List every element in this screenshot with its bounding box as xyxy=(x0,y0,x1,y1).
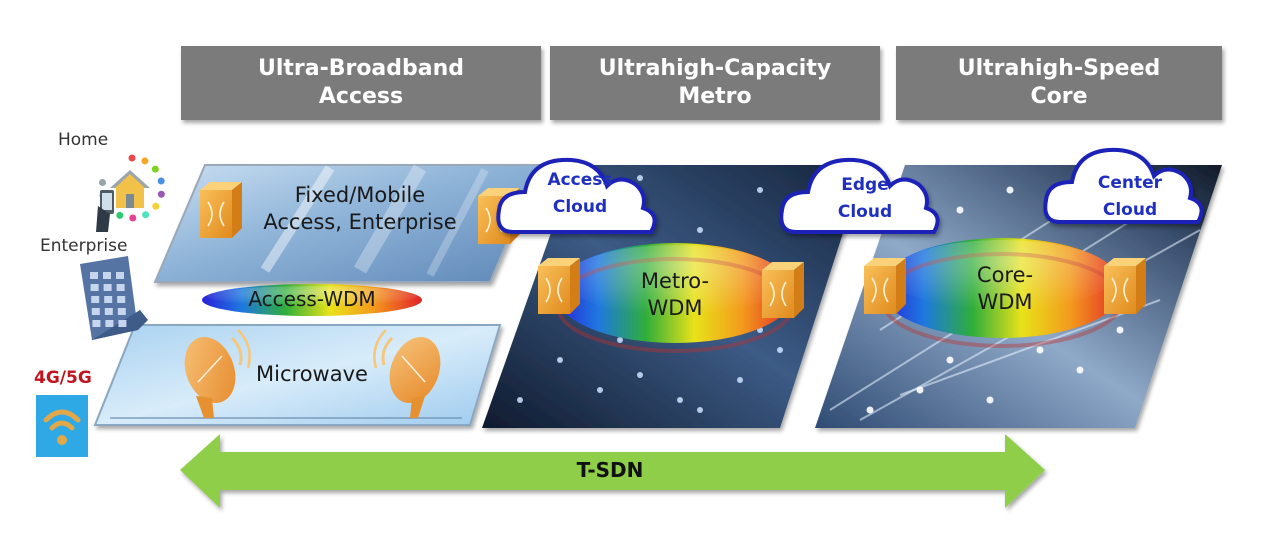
metro-line2: WDM xyxy=(647,296,703,320)
microwave-dish-right xyxy=(373,329,441,418)
metro-wdm-ring xyxy=(555,243,795,353)
cloud-line2: Cloud xyxy=(1102,200,1158,220)
edge-cloud-label: Edge Cloud xyxy=(820,172,910,226)
header-ultrahigh-capacity-metro: Ultrahigh-Capacity Metro xyxy=(550,46,880,120)
metro-line1: Metro- xyxy=(640,269,710,293)
enterprise-label: Enterprise xyxy=(40,236,128,256)
edge-cloud-icon xyxy=(779,157,940,234)
header-line1: Ultrahigh-Capacity xyxy=(598,56,832,81)
core-device-left-icon xyxy=(864,258,906,314)
header-line2: Core xyxy=(1030,84,1088,109)
cloud-line2: Cloud xyxy=(837,202,893,222)
core-wdm-ring xyxy=(880,238,1124,348)
metro-wdm-label: Metro- WDM xyxy=(620,268,730,322)
header-ultrahigh-speed-core: Ultrahigh-Speed Core xyxy=(896,46,1222,120)
access-wdm-ring xyxy=(202,284,422,316)
home-label: Home xyxy=(58,130,109,150)
core-wdm-label: Core- WDM xyxy=(950,262,1060,316)
fixed-line1: Fixed/Mobile xyxy=(294,183,426,207)
microwave-label: Microwave xyxy=(256,362,368,386)
header-line2: Access xyxy=(318,84,404,109)
metro-device-left-icon xyxy=(538,258,580,314)
core-line1: Core- xyxy=(976,263,1034,287)
mobile-4g-5g-label: 4G/5G xyxy=(34,368,92,388)
metro-device-right-icon xyxy=(762,262,804,318)
enterprise-building-icon xyxy=(80,256,148,340)
cloud-line1: Edge xyxy=(841,175,889,195)
cloud-line1: Center xyxy=(1097,173,1163,193)
wifi-signal-icon xyxy=(36,395,88,457)
fixed-mobile-access-panel xyxy=(153,164,542,283)
access-cloud-label: Access Cloud xyxy=(535,167,625,221)
microwave-dish-left xyxy=(184,329,251,418)
fixed-line2: Access, Enterprise xyxy=(263,210,457,234)
t-sdn-arrow xyxy=(180,434,1045,508)
cloud-line2: Cloud xyxy=(552,197,608,217)
core-line2: WDM xyxy=(977,290,1033,314)
t-sdn-label: T-SDN xyxy=(576,458,644,482)
home-icon xyxy=(96,154,165,232)
header-line1: Ultrahigh-Speed xyxy=(957,56,1161,81)
cloud-line1: Access xyxy=(547,170,613,190)
core-device-right-icon xyxy=(1104,258,1146,314)
center-cloud-icon xyxy=(1043,147,1204,224)
fixed-mobile-access-label: Fixed/Mobile Access, Enterprise xyxy=(240,182,480,236)
access-wdm-label: Access-WDM xyxy=(248,287,376,311)
header-ultra-broadband-access: Ultra-Broadband Access xyxy=(181,46,541,120)
access-device-left-icon xyxy=(200,182,242,238)
access-cloud-icon xyxy=(496,157,657,234)
header-line1: Ultra-Broadband xyxy=(257,56,465,81)
center-cloud-label: Center Cloud xyxy=(1085,170,1175,224)
header-line2: Metro xyxy=(678,84,752,109)
